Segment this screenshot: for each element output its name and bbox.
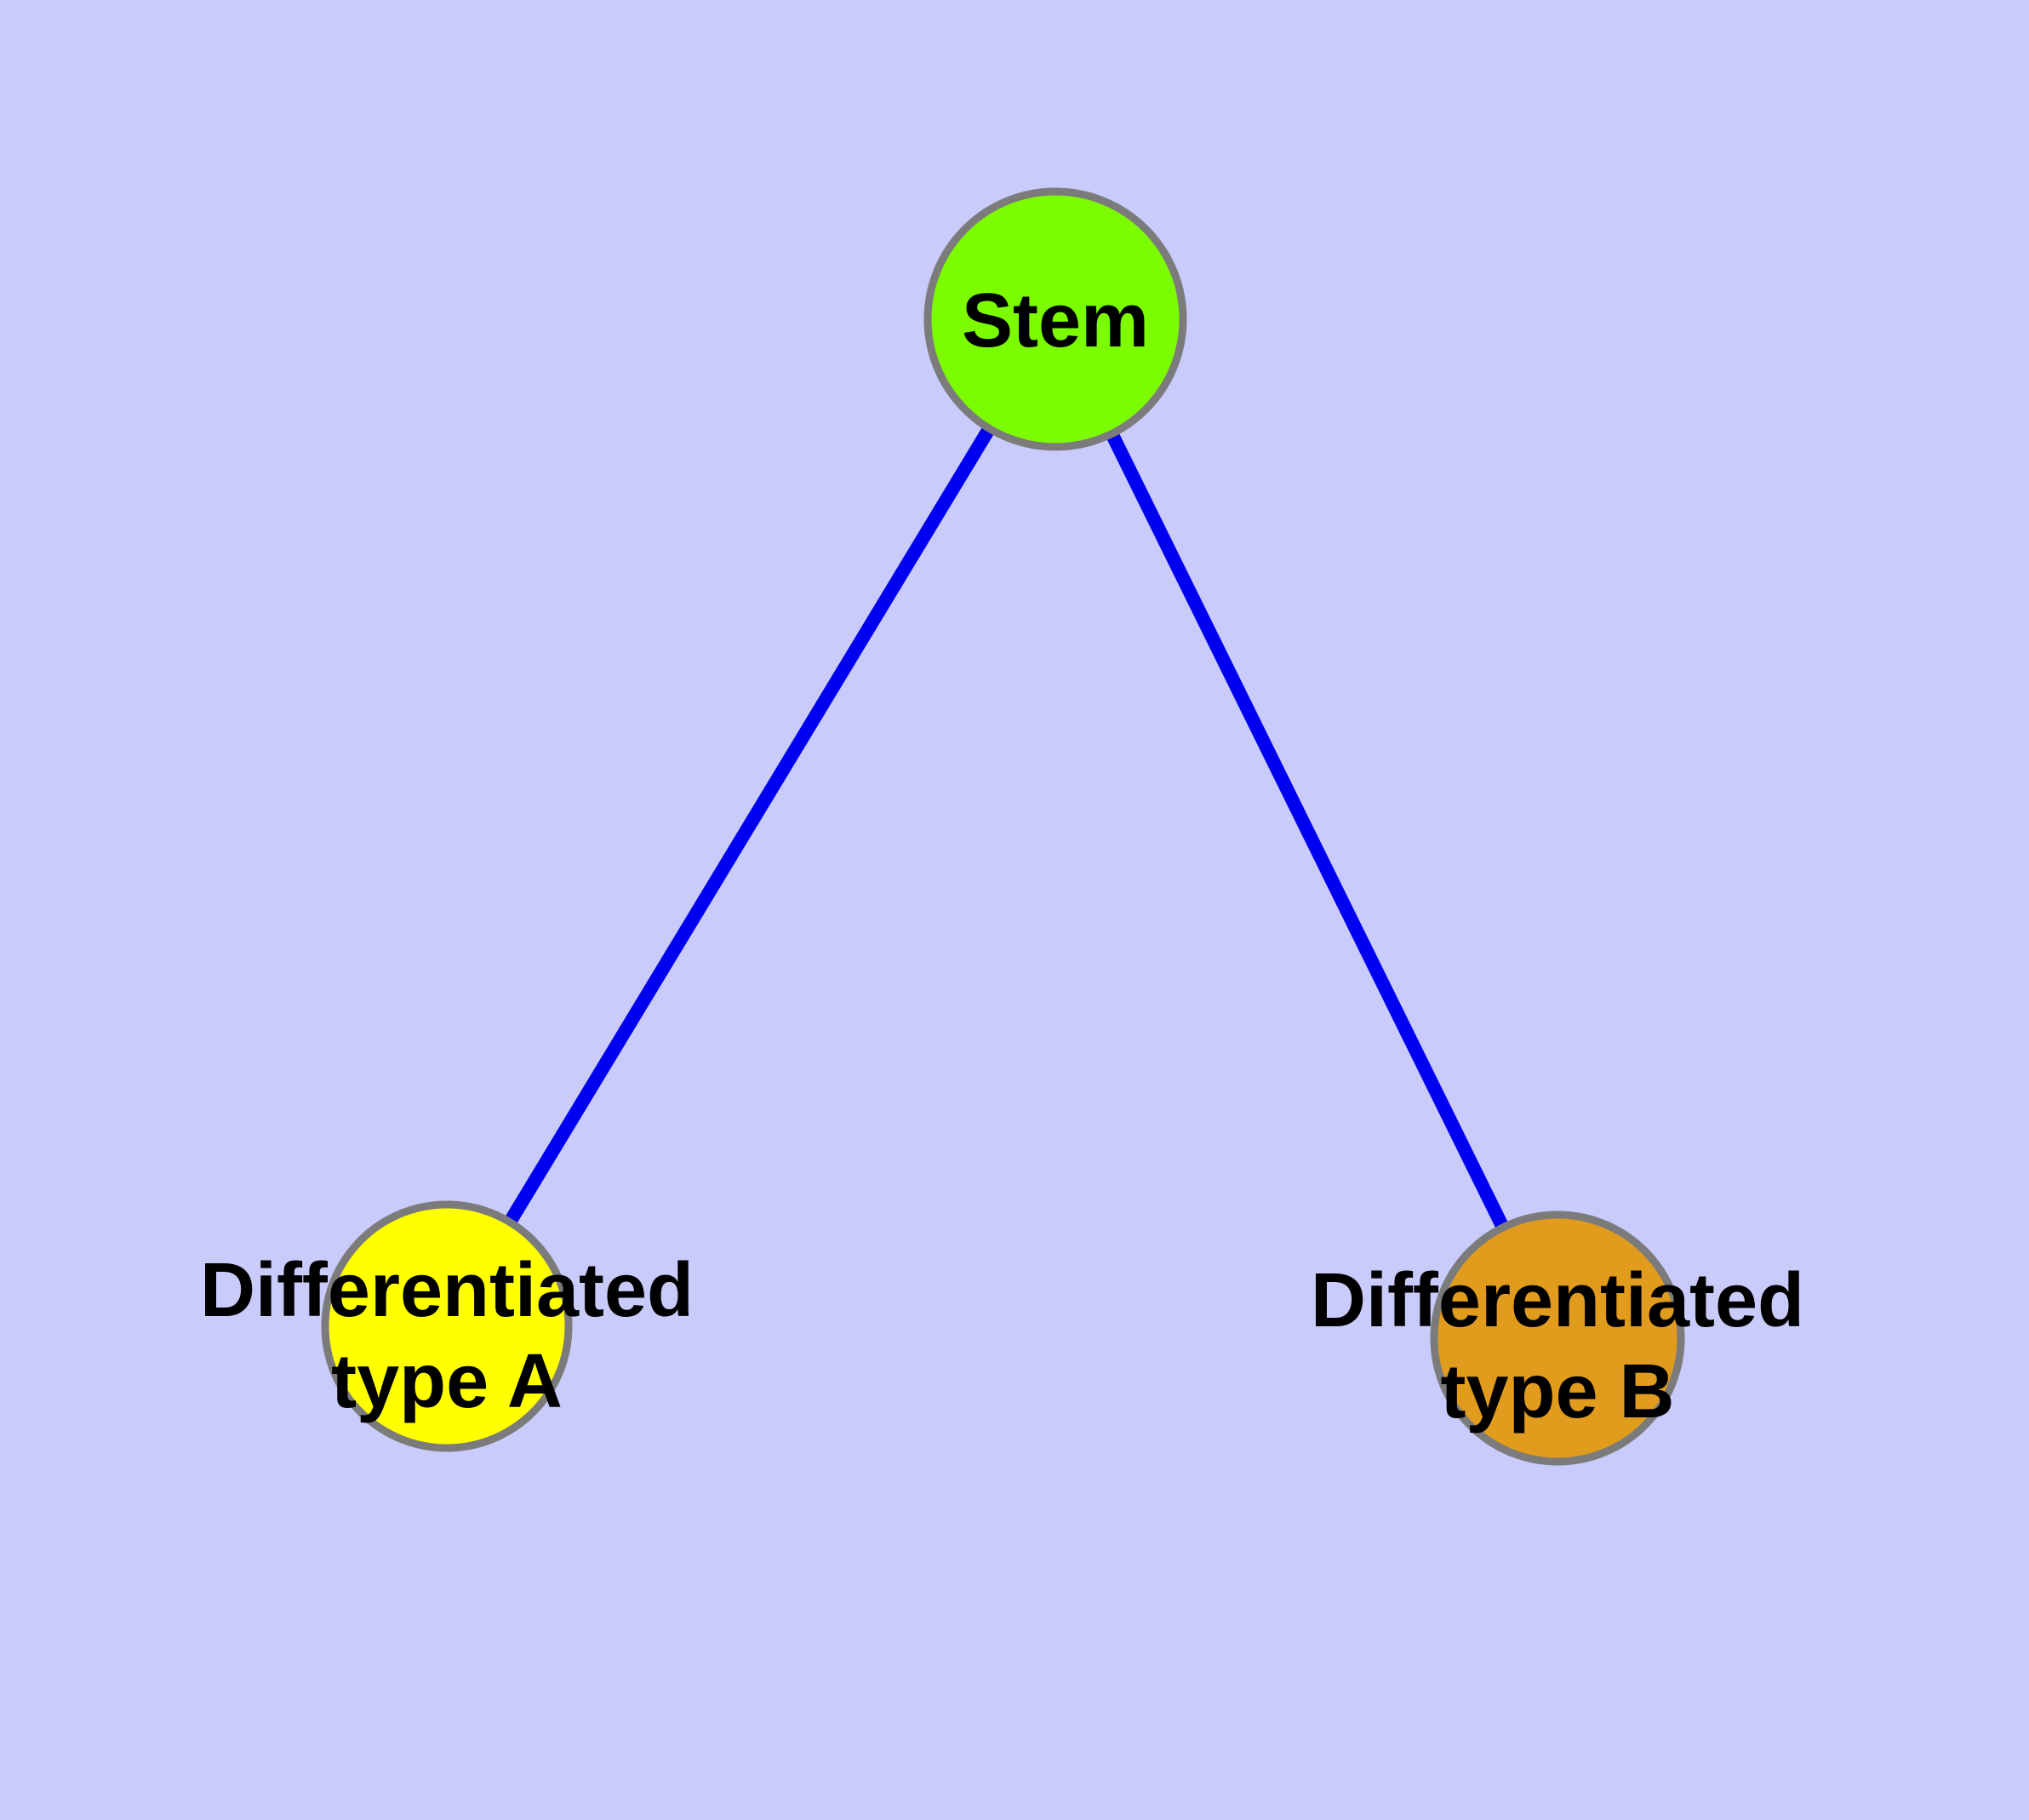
node-differentiated-type-a: Differentiated type A: [200, 1200, 694, 1452]
node-stem-circle: [923, 187, 1187, 451]
node-stem-label: Stem: [962, 278, 1149, 363]
node-differentiated-type-b-label-line1: Differentiated: [1311, 1258, 1804, 1343]
node-differentiated-type-a-circle: [321, 1200, 573, 1452]
node-stem: Stem: [923, 187, 1187, 451]
node-differentiated-type-b-label-line2: type B: [1440, 1349, 1674, 1434]
node-differentiated-type-b: Differentiated type B: [1311, 1210, 1804, 1466]
edge-stem-to-type-b: [1049, 316, 1564, 1342]
node-differentiated-type-b-circle: [1430, 1210, 1685, 1466]
edge-stem-to-type-a: [441, 315, 1061, 1331]
node-differentiated-type-a-label-line1: Differentiated: [200, 1248, 694, 1333]
node-differentiated-type-a-label-line2: type A: [331, 1339, 563, 1424]
